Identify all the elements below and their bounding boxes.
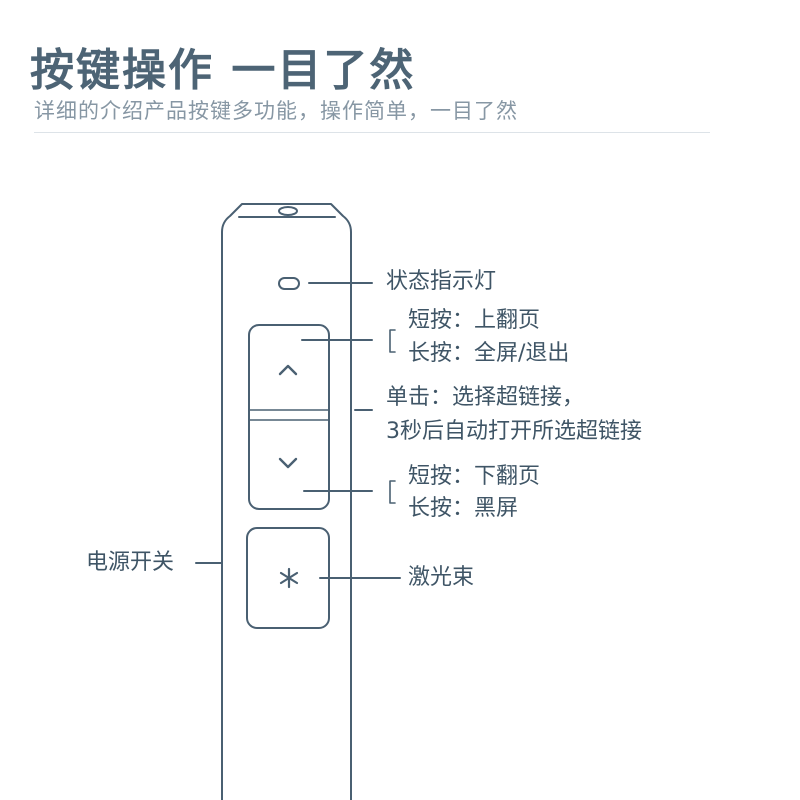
- callout-up-bracket: [389, 329, 396, 353]
- rocker-button[interactable]: [248, 324, 330, 510]
- label-laser: 激光束: [408, 565, 475, 590]
- label-click-line2: 3秒后自动打开所选超链接: [386, 419, 642, 444]
- asterisk-icon: [279, 567, 299, 589]
- label-down-long: 长按：黑屏: [408, 496, 519, 521]
- header-divider: [34, 132, 710, 133]
- page-title: 按键操作 一目了然: [30, 45, 416, 96]
- label-up-long: 长按：全屏/退出: [408, 341, 570, 366]
- label-click-line1: 单击：选择超链接，: [386, 385, 585, 410]
- callout-down-bracket: [389, 480, 396, 504]
- rocker-divider: [248, 409, 330, 421]
- label-status-light: 状态指示灯: [386, 269, 497, 294]
- laser-window: [278, 206, 298, 216]
- label-up-short: 短按：上翻页: [408, 308, 541, 333]
- label-down-short: 短按：下翻页: [408, 464, 541, 489]
- status-light: [278, 277, 300, 290]
- device-body: [221, 203, 352, 800]
- label-power-switch: 电源开关: [86, 550, 175, 575]
- chevron-up-icon[interactable]: [278, 364, 298, 376]
- page-subtitle: 详细的介绍产品按键多功能，操作简单，一目了然: [34, 99, 518, 123]
- chevron-down-icon[interactable]: [278, 457, 298, 469]
